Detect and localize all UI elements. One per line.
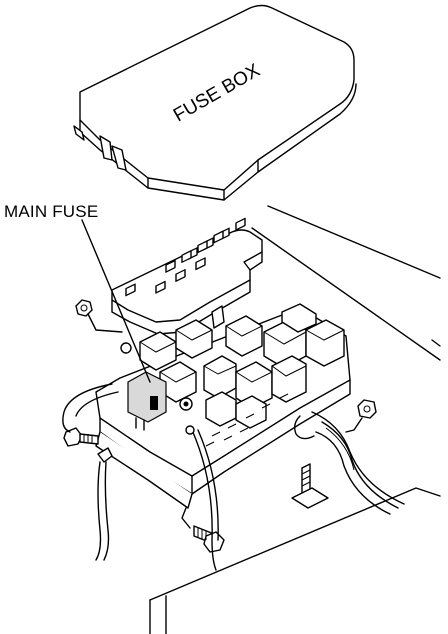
body-outline <box>251 205 441 361</box>
fuse-block-base <box>95 303 351 509</box>
main-fuse-label: MAIN FUSE <box>4 202 99 221</box>
nut-icon <box>75 299 93 317</box>
fasteners <box>63 299 377 553</box>
main-fuse-leader-line <box>81 219 151 383</box>
battery-box <box>149 487 441 634</box>
bolt-icon <box>63 427 99 447</box>
nut-icon <box>357 399 377 419</box>
relay-block-top <box>111 217 263 335</box>
fuse-box-cover: FUSE BOX <box>73 4 357 201</box>
stud-icon <box>291 463 329 509</box>
bolt-icon <box>193 525 225 553</box>
wiring-harness <box>62 383 405 571</box>
